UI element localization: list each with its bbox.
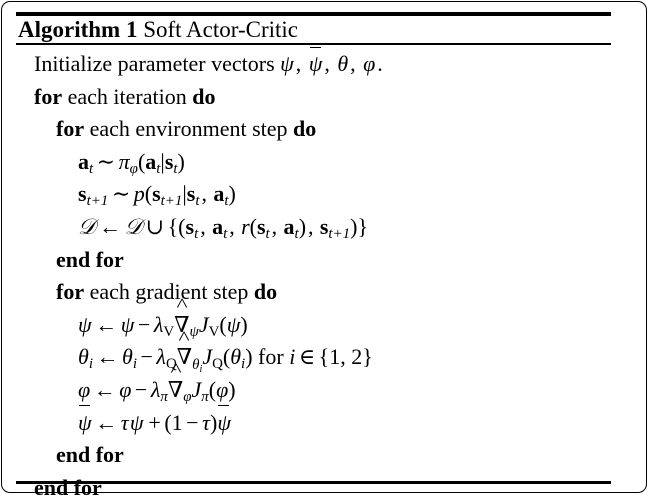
keyword-end-for: end for	[56, 442, 124, 468]
algorithm-caption: Algorithm 1 Soft Actor-Critic	[18, 16, 298, 43]
keyword-for: for	[56, 116, 85, 142]
keyword-do: do	[192, 83, 216, 109]
loop-condition-env-step: each environment step	[89, 116, 288, 142]
loop-condition-gradient-step: each gradient step	[89, 279, 249, 305]
keyword-do: do	[253, 279, 278, 305]
algorithm-line-for-env-step: for each environment step do	[16, 113, 636, 146]
algorithm-line-update-psi-bar: ψ←τψ+(1−τ)ψ	[16, 405, 636, 440]
algorithm-title: Soft Actor-Critic	[143, 17, 298, 42]
algorithm-line-for-gradient-step: for each gradient step do	[16, 276, 636, 309]
algorithm-line-end-for-env: end for	[16, 244, 636, 277]
algorithm-label-keyword: Algorithm	[18, 17, 121, 42]
index-set: {1, 2}	[318, 344, 373, 370]
algorithm-line-end-for-gradient: end for	[16, 439, 636, 472]
algorithm-line-update-psi: ψ←ψ−λV∇ψJV(ψ)	[16, 309, 636, 342]
keyword-for: for	[34, 83, 63, 109]
inline-keyword-for: for	[258, 344, 284, 370]
algorithm-bottom-rule	[16, 481, 611, 484]
loop-condition-iteration: each iteration	[67, 83, 187, 109]
keyword-do: do	[293, 116, 317, 142]
algorithm-line-update-phi: φ←φ−λπ∇φJπ(φ)	[16, 374, 636, 407]
algorithm-line-for-iteration: for each iteration do	[16, 81, 636, 114]
algorithm-mid-rule	[16, 43, 611, 45]
keyword-for: for	[56, 279, 85, 305]
keyword-end-for: end for	[56, 246, 124, 272]
algorithm-top-rule	[16, 12, 611, 16]
algorithm-line-update-theta: θi←θi−λQ∇θiJQ(θi) for i∈{1, 2}	[16, 341, 636, 374]
algorithm-line-end-for-iteration: end for	[16, 472, 636, 504]
algorithm-line-sample-state: st+1∼p(st+1|st, at)	[78, 181, 236, 210]
algorithm-body: Initialize parameter vectors ψ, ψ, θ, φ.…	[16, 46, 636, 504]
algorithm-line-sample-action: at∼πφ(at|st)	[78, 148, 185, 177]
algorithm-line-replay-buffer: 𝒟←𝒟∪{(st, at, r(st, at), st+1)}	[78, 213, 369, 243]
algorithm-line-init: Initialize parameter vectors ψ, ψ, θ, φ.	[16, 46, 636, 81]
algorithm-number: 1	[125, 17, 138, 42]
